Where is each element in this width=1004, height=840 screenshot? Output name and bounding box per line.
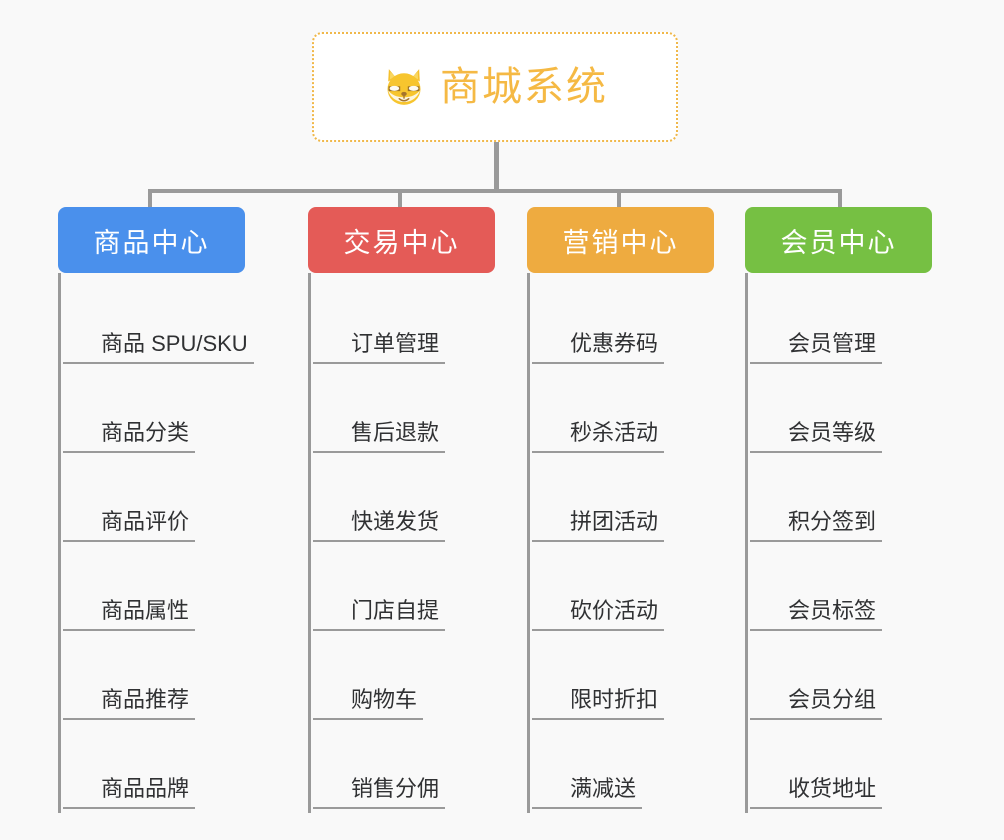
list-item[interactable]: 会员分组 [748,635,932,724]
connector-root-stem [494,142,499,192]
list-item-label: 会员分组 [750,687,883,720]
branch-column-4: 会员中心 会员管理 会员等级 积分签到 会员标签 会员分组 收货地址 [745,207,932,813]
list-item-label: 满减送 [532,776,643,809]
category-header-2[interactable]: 交易中心 [308,207,495,273]
list-item[interactable]: 收货地址 [748,724,932,813]
list-item[interactable]: 快递发货 [311,457,495,546]
list-item[interactable]: 商品推荐 [61,635,245,724]
list-item[interactable]: 商品 SPU/SKU [61,279,254,368]
root-title: 商城系统 [440,65,608,109]
category-label-1: 商品中心 [93,227,210,258]
list-item[interactable]: 门店自提 [311,546,495,635]
list-item-label: 积分签到 [750,509,883,542]
category-label-3: 营销中心 [562,227,679,258]
list-item-label: 商品 SPU/SKU [63,331,254,364]
list-item[interactable]: 会员等级 [748,368,932,457]
branch-column-1: 商品中心 商品 SPU/SKU 商品分类 商品评价 商品属性 商品推荐 商品品牌 [58,207,254,813]
connector-drop-2 [398,189,402,211]
list-item-label: 会员标签 [750,598,883,631]
list-item[interactable]: 商品分类 [61,368,245,457]
connector-horizontal-bus [148,189,842,193]
connector-drop-4 [838,189,842,211]
list-item-label: 商品推荐 [63,687,196,720]
shiba-dog-icon [387,69,421,105]
list-item-label: 商品评价 [63,509,196,542]
list-item[interactable]: 商品评价 [61,457,245,546]
list-item[interactable]: 会员标签 [748,546,932,635]
list-item-label: 拼团活动 [532,509,665,542]
list-item-label: 限时折扣 [532,687,665,720]
list-item-label: 商品分类 [63,420,196,453]
list-item[interactable]: 砍价活动 [530,546,714,635]
connector-drop-3 [617,189,621,211]
list-item[interactable]: 积分签到 [748,457,932,546]
list-item[interactable]: 秒杀活动 [530,368,714,457]
connector-drop-1 [148,189,152,211]
list-item-label: 商品属性 [63,598,196,631]
list-item-label: 会员管理 [750,331,883,364]
list-item-label: 售后退款 [313,420,446,453]
category-children-2: 订单管理 售后退款 快递发货 门店自提 购物车 销售分佣 [308,273,495,813]
list-item[interactable]: 商品品牌 [61,724,245,813]
list-item-label: 门店自提 [313,598,446,631]
category-children-4: 会员管理 会员等级 积分签到 会员标签 会员分组 收货地址 [745,273,932,813]
category-children-1: 商品 SPU/SKU 商品分类 商品评价 商品属性 商品推荐 商品品牌 [58,273,254,813]
category-header-1[interactable]: 商品中心 [58,207,245,273]
category-header-4[interactable]: 会员中心 [745,207,932,273]
category-header-3[interactable]: 营销中心 [527,207,714,273]
root-node-shop-system[interactable]: 商城系统 [312,32,678,142]
list-item-label: 快递发货 [313,509,446,542]
branch-column-3: 营销中心 优惠券码 秒杀活动 拼团活动 砍价活动 限时折扣 满减送 [527,207,714,813]
list-item[interactable]: 商品属性 [61,546,245,635]
branch-column-2: 交易中心 订单管理 售后退款 快递发货 门店自提 购物车 销售分佣 [308,207,495,813]
list-item-label: 收货地址 [750,776,883,809]
list-item-label: 销售分佣 [313,776,446,809]
list-item[interactable]: 拼团活动 [530,457,714,546]
list-item-label: 商品品牌 [63,776,196,809]
list-item-label: 优惠券码 [532,331,665,364]
list-item[interactable]: 销售分佣 [311,724,495,813]
list-item[interactable]: 售后退款 [311,368,495,457]
list-item-label: 订单管理 [313,331,446,364]
list-item-label: 会员等级 [750,420,883,453]
list-item[interactable]: 限时折扣 [530,635,714,724]
list-item-label: 秒杀活动 [532,420,665,453]
category-label-4: 会员中心 [780,227,897,258]
list-item[interactable]: 订单管理 [311,279,495,368]
list-item[interactable]: 购物车 [311,635,495,724]
list-item[interactable]: 会员管理 [748,279,932,368]
category-label-2: 交易中心 [343,227,460,258]
list-item-label: 砍价活动 [532,598,665,631]
list-item-label: 购物车 [313,687,424,720]
list-item[interactable]: 满减送 [530,724,714,813]
category-children-3: 优惠券码 秒杀活动 拼团活动 砍价活动 限时折扣 满减送 [527,273,714,813]
list-item[interactable]: 优惠券码 [530,279,714,368]
